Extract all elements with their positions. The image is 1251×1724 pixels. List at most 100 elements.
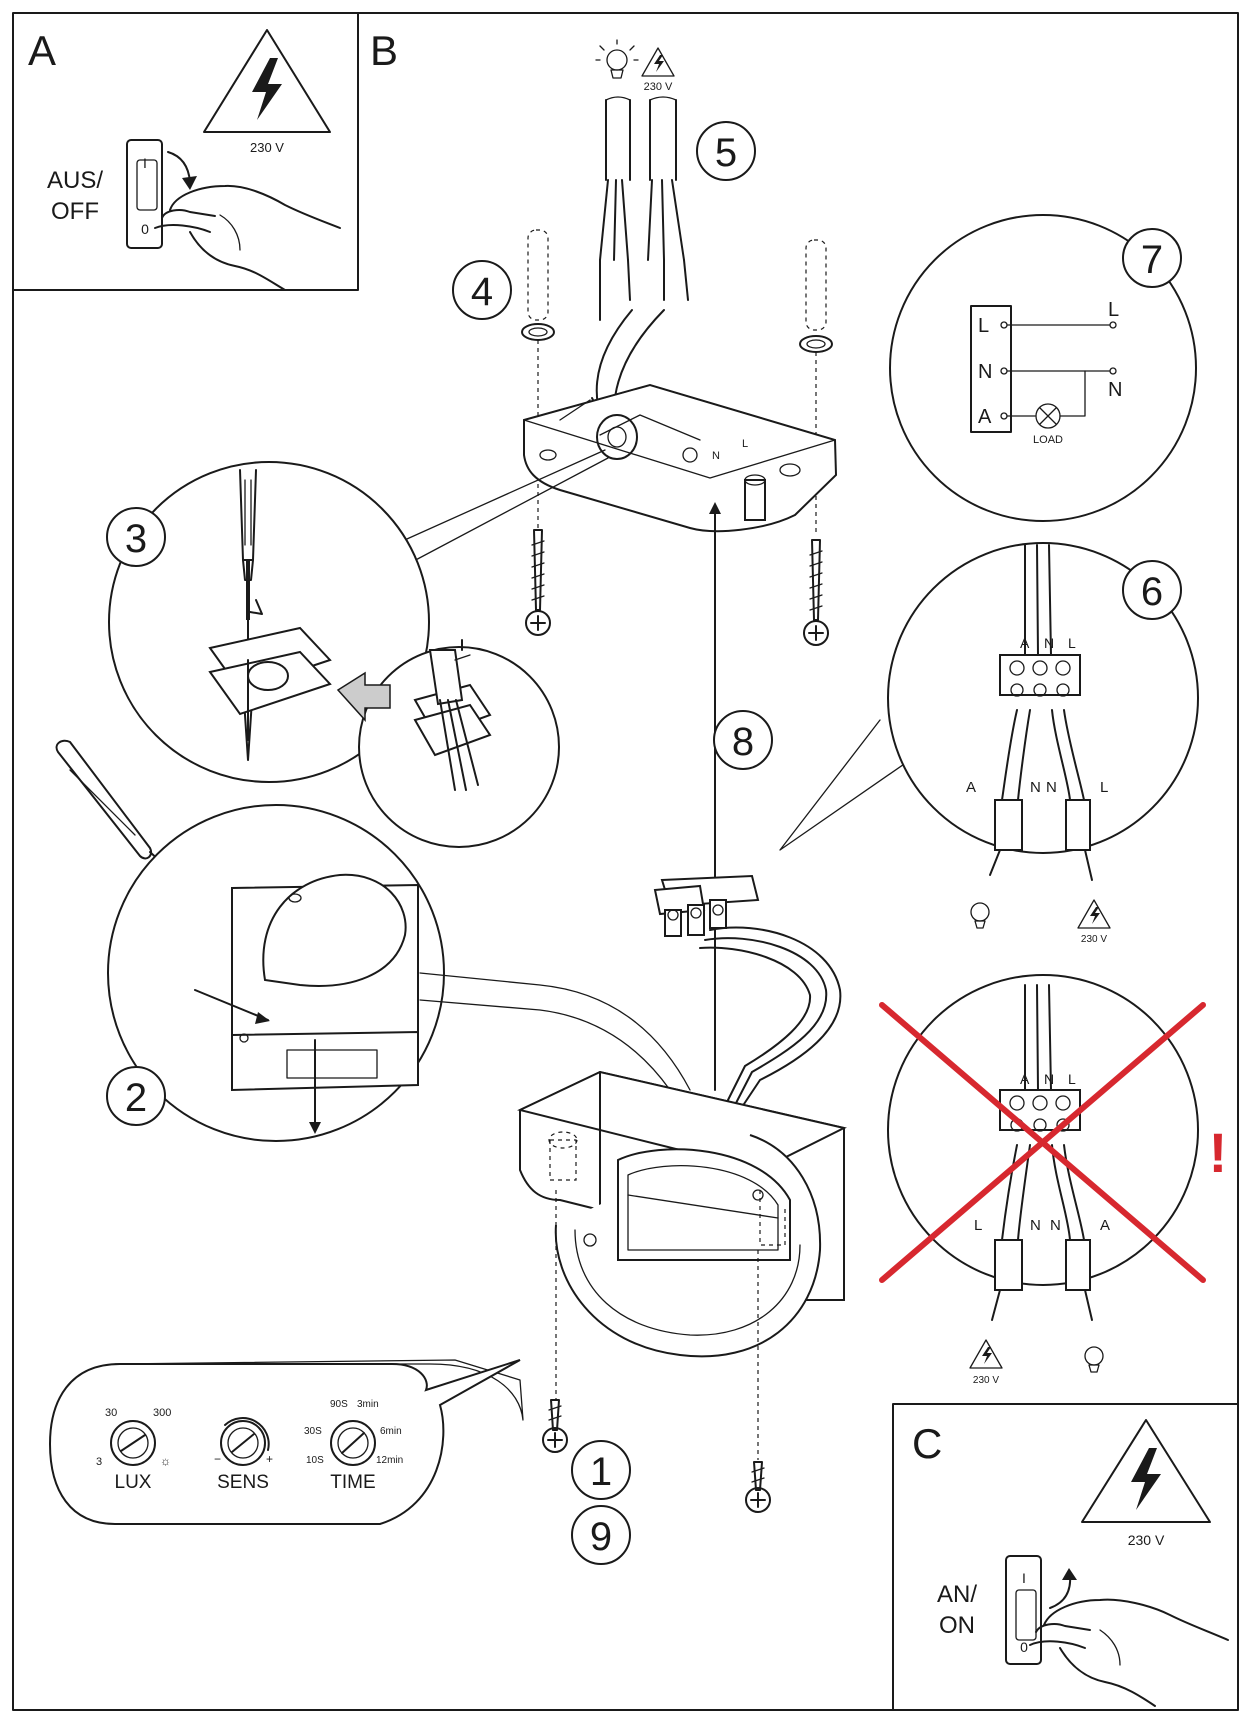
svg-text:I: I [143,155,147,171]
panel-a-power-off: A 230 V AUS/ OFF I 0 [12,12,359,291]
step-6-number: 6 [1141,570,1163,614]
step-1-number: 1 [590,1450,612,1494]
svg-text:L: L [974,1217,982,1234]
svg-text:N: N [1044,1071,1054,1087]
svg-text:N: N [1030,779,1041,796]
step-9-badge [571,1505,631,1565]
correct-voltage-icon: 230 V [1077,899,1111,945]
lux-label: LUX [115,1472,152,1493]
step-4-badge [452,260,512,320]
svg-text:A: A [978,406,992,428]
hand-icon [1029,1598,1229,1707]
svg-text:90S: 90S [330,1399,348,1410]
svg-text:N: N [1108,379,1122,401]
step-5-badge [696,121,756,181]
wall-switch-icon: I 0 [126,139,163,249]
step-7-number: 7 [1141,238,1163,282]
time-label: TIME [330,1472,375,1493]
correct-lamp-icon [970,902,990,929]
panel-c-on-line1: AN/ [937,1581,977,1608]
high-voltage-warning-icon [1081,1419,1211,1523]
step-2-number: 2 [125,1076,147,1120]
time-knob: 90S 3min 30S 6min 10S 12min TIME [304,1399,403,1493]
svg-text:L: L [1100,779,1108,796]
step-3-badge [106,507,166,567]
wrong-terminal-block: A N L L N N A [974,984,1110,1321]
step-7-badge [1122,228,1182,288]
svg-text:L: L [1068,635,1076,651]
supply-cables: 230 V [591,39,689,415]
insert-arrow-icon [194,989,269,1021]
svg-text:300: 300 [153,1407,171,1419]
voltage-icon: 230 V [641,47,675,93]
step-1-badge [571,1440,631,1500]
svg-text:12min: 12min [376,1455,403,1466]
plate-terminal-L: L [742,438,748,450]
sens-knob: − + SENS [214,1417,273,1493]
svg-text:6min: 6min [380,1426,402,1437]
step-3-leader [397,449,609,564]
svg-text:30: 30 [105,1407,117,1419]
sensor-screw-right-icon [745,1461,771,1513]
svg-text:0: 0 [1020,1639,1028,1655]
svg-text:L: L [1108,299,1119,321]
settings-knobs-bubble: 30 300 3 ☼ LUX − + SENS 90S 3min 30S 6mi… [48,1359,524,1525]
svg-text:L: L [1068,1071,1076,1087]
grommet-with-cable-icon [413,639,492,791]
wiring-schematic: L N A L N LOAD [970,299,1122,446]
wrong-lamp-icon [1084,1346,1104,1373]
svg-text:A: A [1020,1071,1030,1087]
screw-left-icon [525,529,551,636]
mounting-plate: L N [523,383,838,533]
arrow-right-icon [336,671,391,722]
svg-text:+: + [266,1452,273,1466]
panel-c-letter: C [912,1420,942,1467]
svg-text:☼: ☼ [160,1454,171,1468]
wrong-cross-icon [879,1002,1206,1283]
step-8-number: 8 [732,720,754,764]
wiring-diagram-circle [889,214,1197,522]
svg-text:3min: 3min [357,1399,379,1410]
panel-c-power-on: C 230 V AN/ ON I 0 [892,1403,1239,1711]
screwdriver-icon [239,469,263,761]
plate-terminal-N: N [712,450,720,462]
panel-a-voltage: 230 V [250,140,284,155]
outer-frame [12,12,1239,1711]
svg-text:230 V: 230 V [1081,934,1107,945]
wall-anchor-left-icon [521,229,555,530]
svg-text:I: I [1022,1570,1026,1586]
hand-icon [154,184,341,291]
svg-text:N: N [1030,1217,1041,1234]
sensor-screw-left-icon [542,1399,568,1453]
warning-exclamation: ! [1209,1121,1228,1184]
step-3-number: 3 [125,517,147,561]
correct-connection-circle [887,542,1199,854]
step-6-badge [1122,560,1182,620]
wall-switch-icon: I 0 [1005,1555,1042,1665]
svg-text:A: A [1020,635,1030,651]
svg-text:A: A [966,779,976,796]
svg-text:230 V: 230 V [973,1375,999,1386]
high-voltage-warning-icon [203,29,331,133]
svg-text:10S: 10S [306,1455,324,1466]
svg-text:3: 3 [96,1456,102,1468]
svg-text:N: N [1044,635,1054,651]
svg-text:LOAD: LOAD [1033,434,1063,446]
step-6-pointer [779,719,911,851]
screw-right-icon [803,539,829,646]
lux-knob: 30 300 3 ☼ LUX [96,1407,171,1493]
lamp-icon [595,39,639,79]
svg-text:N: N [1046,779,1057,796]
svg-text:N: N [978,361,992,383]
step-8-badge [713,710,773,770]
step-5-number: 5 [715,131,737,175]
svg-text:L: L [978,315,989,337]
svg-text:0: 0 [141,221,149,237]
svg-text:−: − [214,1452,221,1466]
wrong-voltage-icon: 230 V [969,1339,1003,1386]
svg-text:N: N [1050,1217,1061,1234]
svg-text:30S: 30S [304,1426,322,1437]
motion-sensor-body [517,874,847,1358]
